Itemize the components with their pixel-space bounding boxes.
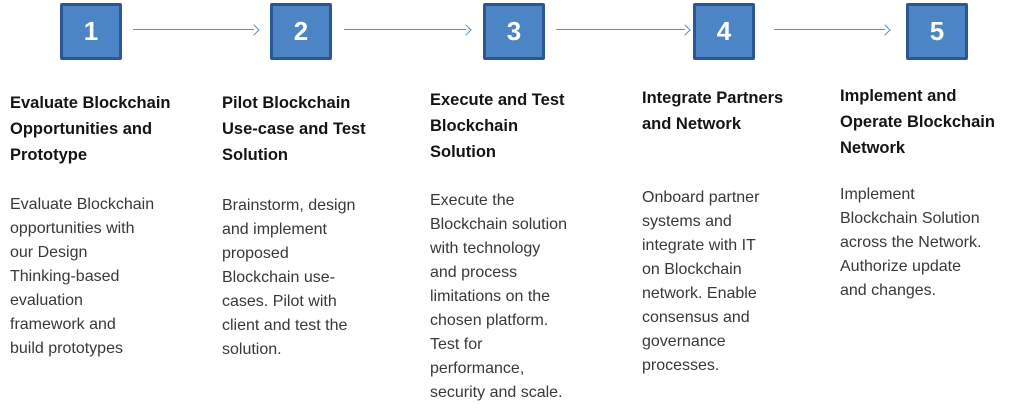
arrow-head bbox=[879, 23, 891, 36]
step-4-box: 4 bbox=[693, 3, 755, 60]
step-3-title: Execute and Test Blockchain Solution bbox=[430, 91, 565, 161]
arrow-head bbox=[248, 23, 260, 36]
step-4-description: Onboard partner systems and integrate wi… bbox=[642, 189, 760, 374]
step-3-description: Execute the Blockchain solution with tec… bbox=[430, 192, 567, 401]
arrow-right-icon bbox=[556, 23, 691, 37]
step-4-title: Integrate Partners and Network bbox=[642, 89, 784, 133]
step-1-title: Evaluate Blockchain Opportunities and Pr… bbox=[10, 94, 171, 164]
arrow-line bbox=[556, 29, 685, 30]
arrow-right-icon bbox=[774, 23, 891, 37]
step-2-number: 2 bbox=[293, 16, 309, 46]
step-3-number: 3 bbox=[506, 16, 522, 46]
step-1-description: Evaluate Blockchain opportunities with o… bbox=[10, 196, 155, 357]
step-3-box: 3 bbox=[483, 3, 545, 60]
arrow-head bbox=[679, 23, 691, 36]
arrow-right-icon bbox=[133, 23, 260, 37]
arrow-line bbox=[133, 29, 254, 30]
arrow-right-icon bbox=[344, 23, 472, 37]
step-4-number: 4 bbox=[716, 16, 732, 46]
step-1-number: 1 bbox=[83, 16, 99, 46]
step-2-title: Pilot Blockchain Use-case and Test Solut… bbox=[222, 94, 366, 164]
step-1-box: 1 bbox=[60, 3, 122, 60]
step-5-number: 5 bbox=[929, 16, 945, 46]
step-5-title: Implement and Operate Blockchain Network bbox=[840, 87, 995, 157]
step-5-box: 5 bbox=[906, 3, 968, 60]
arrow-line bbox=[344, 29, 466, 30]
step-2-description: Brainstorm, design and implement propose… bbox=[222, 197, 356, 358]
step-5-description: Implement Blockchain Solution across the… bbox=[840, 186, 982, 299]
arrow-line bbox=[774, 29, 885, 30]
step-2-box: 2 bbox=[270, 3, 332, 60]
arrow-head bbox=[460, 23, 472, 36]
